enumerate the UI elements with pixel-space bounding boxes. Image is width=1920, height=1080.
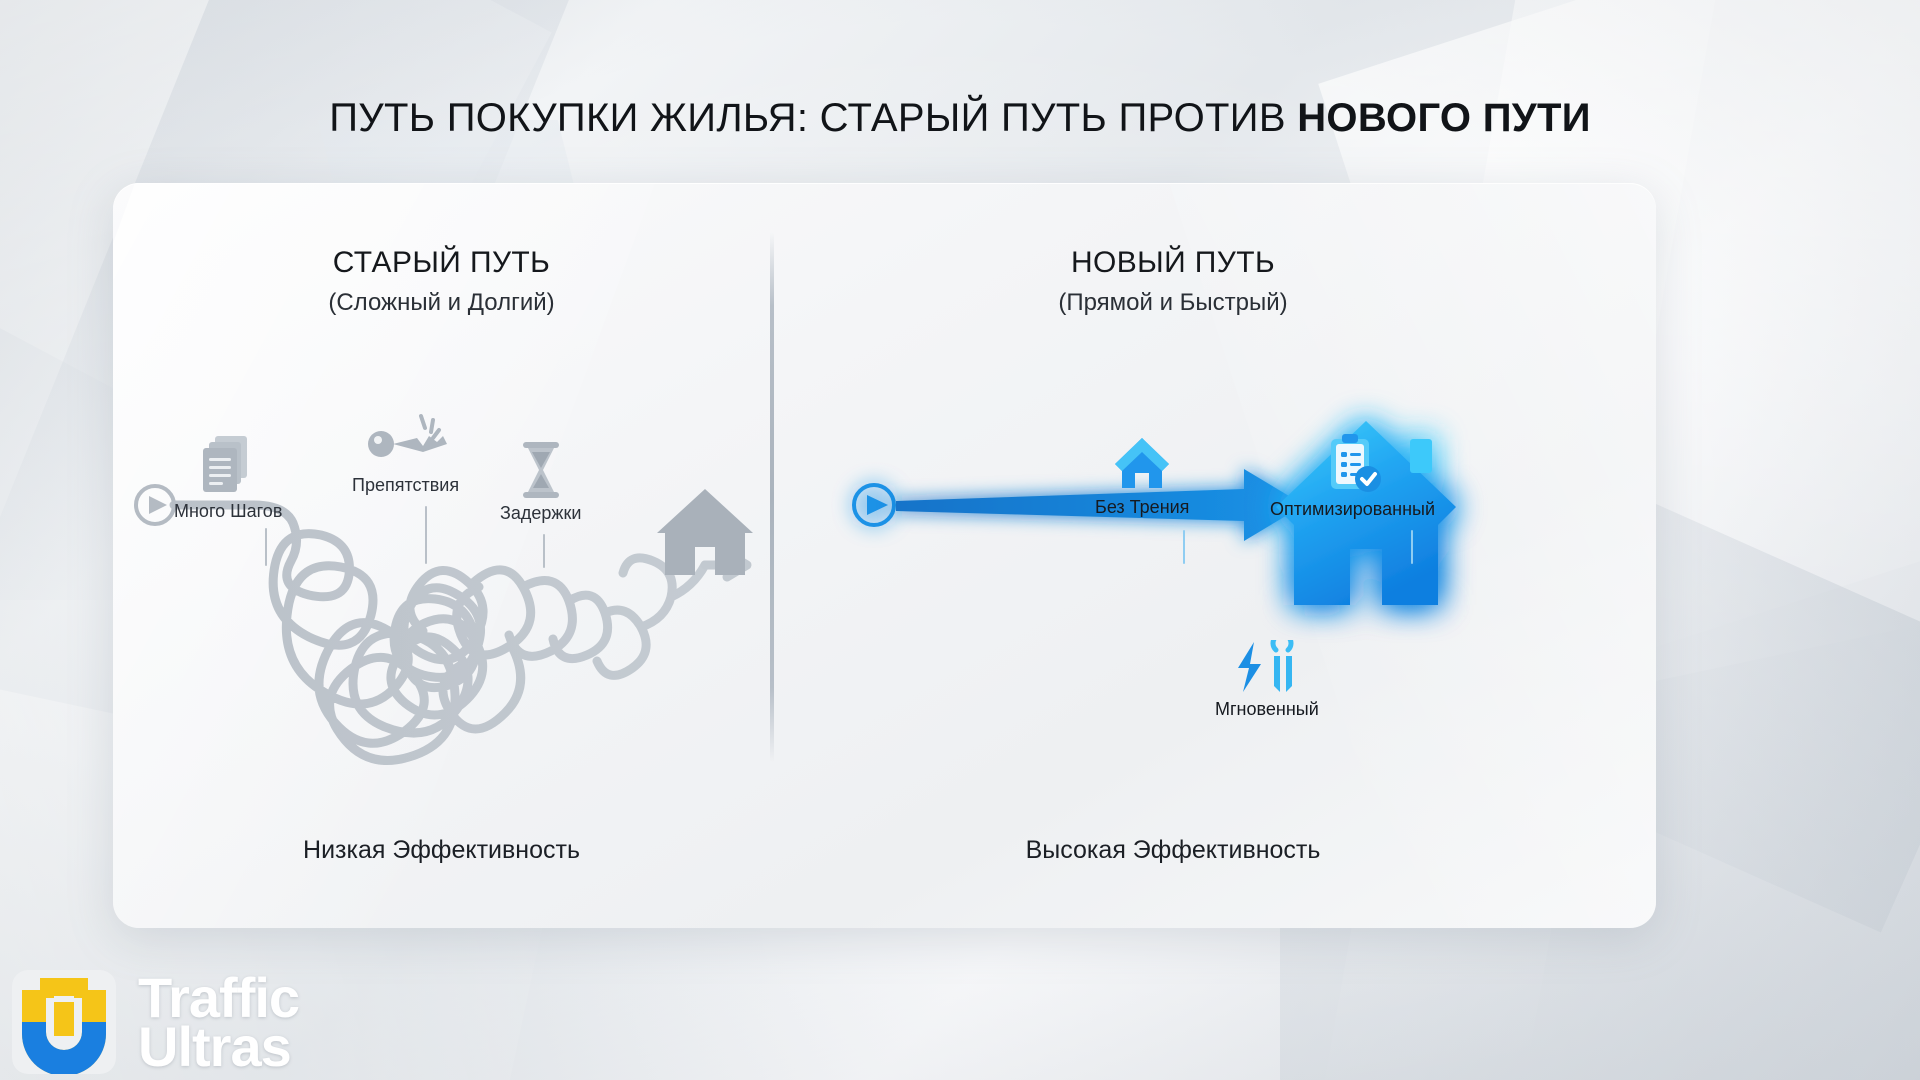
- brand-wordmark: Traffic Ultras: [138, 965, 300, 1078]
- callout-label: Оптимизированный: [1270, 499, 1436, 519]
- callout-stem: [1183, 530, 1185, 564]
- callout-label: Без Трения: [1095, 497, 1190, 517]
- panel-old-way: СТАРЫЙ ПУТЬ (Сложный и Долгий) Низкая Эф…: [113, 183, 770, 928]
- panel-new-way: НОВЫЙ ПУТЬ (Прямой и Быстрый) Высокая Эф…: [774, 183, 1656, 928]
- new-way-straight-arrow: [852, 421, 1456, 605]
- callout-streamlined: Оптимизированный: [1270, 432, 1435, 520]
- house-icon: [657, 489, 753, 575]
- panel-divider: [770, 232, 774, 762]
- callout-label: Задержки: [500, 503, 582, 523]
- page-title: ПУТЬ ПОКУПКИ ЖИЛЬЯ: СТАРЫЙ ПУТЬ ПРОТИВ Н…: [0, 96, 1920, 141]
- callout-label: Мгновенный: [1215, 699, 1319, 719]
- play-circle-icon: [852, 483, 896, 527]
- panel-old-subheading: (Сложный и Долгий): [328, 289, 555, 316]
- callout-instant: Мгновенный: [1215, 640, 1319, 720]
- panel-new-header: НОВЫЙ ПУТЬ (Прямой и Быстрый): [774, 246, 1656, 317]
- old-way-tangled-path: [134, 484, 753, 765]
- page-title-normal: ПУТЬ ПОКУПКИ ЖИЛЬЯ: СТАРЫЙ ПУТЬ ПРОТИВ: [329, 96, 1298, 140]
- callout-label: Много Шагов: [174, 501, 283, 521]
- callout-label: Препятствия: [352, 475, 460, 495]
- play-circle-icon: [134, 484, 176, 526]
- brand-line-2: Ultras: [138, 1015, 292, 1078]
- callout-stem: [1411, 530, 1413, 564]
- callout-stem: [425, 506, 427, 564]
- callout-obstacles: Препятствия: [352, 412, 459, 496]
- brand-logo: Traffic Ultras: [12, 965, 300, 1078]
- documents-icon: [203, 436, 248, 492]
- tu-monogram-logo: [12, 970, 116, 1074]
- callout-delays: Задержки: [500, 440, 581, 524]
- panel-old-heading: СТАРЫЙ ПУТЬ: [332, 246, 551, 279]
- panel-new-efficiency: Высокая Эффективность: [1025, 836, 1321, 864]
- broken-key-icon: [367, 414, 447, 457]
- hourglass-icon: [522, 442, 559, 498]
- clipboard-check-icon: [1330, 434, 1381, 492]
- lightning-keys-icon: [1237, 640, 1294, 692]
- home-check-icon: [1115, 438, 1170, 488]
- callout-many-steps: Много Шагов: [174, 432, 282, 522]
- panel-new-subheading: (Прямой и Быстрый): [1058, 289, 1288, 316]
- panel-old-header: СТАРЫЙ ПУТЬ (Сложный и Долгий): [113, 246, 770, 317]
- brand-line-1: Traffic: [138, 965, 300, 1029]
- page-title-emphasis: НОВОГО ПУТИ: [1297, 96, 1591, 140]
- arrow-shape: [896, 469, 1304, 541]
- panel-old-efficiency: Низкая Эффективность: [303, 836, 580, 864]
- callout-no-friction: Без Трения: [1095, 432, 1189, 518]
- panel-new-heading: НОВЫЙ ПУТЬ: [1070, 246, 1276, 279]
- callout-stem: [265, 528, 267, 566]
- callout-stem: [543, 534, 545, 568]
